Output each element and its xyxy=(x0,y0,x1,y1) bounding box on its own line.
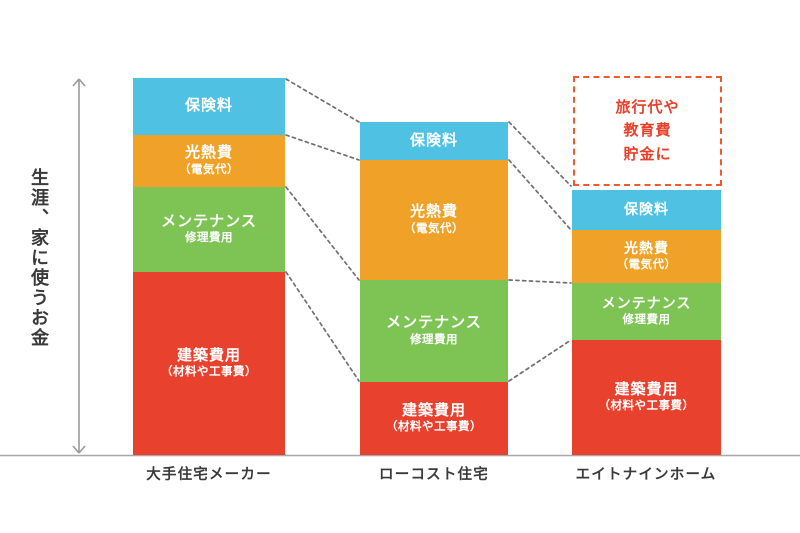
segment-label-sub: （材料や工事費） xyxy=(161,366,257,379)
segment-label-sub: （材料や工事費） xyxy=(386,421,482,434)
segment-maintenance[interactable]: メンテナンス 修理費用 xyxy=(360,280,508,382)
segment-label-sub: （材料や工事費） xyxy=(598,400,695,413)
segment-insurance[interactable]: 保険料 xyxy=(133,78,285,135)
bar-group-eightnine-home: 保険料 光熱費 （電気代） メンテナンス 修理費用 建築費用 （材料や工事費） xyxy=(572,190,721,455)
category-label-large-maker: 大手住宅メーカー xyxy=(146,467,272,483)
segment-label-sub: （電気代） xyxy=(616,258,677,271)
segment-construction[interactable]: 建築費用 （材料や工事費） xyxy=(360,382,508,455)
segment-label-main: 保険料 xyxy=(624,201,669,218)
segment-label-sub: 修理費用 xyxy=(410,333,458,346)
savings-annotation-box: 旅行代や 教育費 貯金に xyxy=(573,76,722,186)
segment-maintenance[interactable]: メンテナンス 修理費用 xyxy=(133,187,285,272)
segment-label-main: 建築費用 xyxy=(176,346,241,364)
connector-lines-group-2 xyxy=(508,121,572,382)
segment-label-sub: （電気代） xyxy=(179,163,239,176)
segment-construction[interactable]: 建築費用 （材料や工事費） xyxy=(572,340,721,455)
bar-group-large-maker: 保険料 光熱費 （電気代） メンテナンス 修理費用 建築費用 （材料や工事費） xyxy=(133,78,285,455)
annotation-line-2: 教育費 xyxy=(623,122,672,140)
connector-lines-group-1 xyxy=(285,78,360,382)
segment-label-sub: 修理費用 xyxy=(622,313,671,326)
segment-utilities[interactable]: 光熱費 （電気代） xyxy=(133,135,285,187)
annotation-line-3: 貯金に xyxy=(623,145,672,163)
category-label-eightnine-home: エイトナインホーム xyxy=(575,467,717,483)
savings-annotation-text: 旅行代や 教育費 貯金に xyxy=(615,96,679,166)
segment-label-main: 保険料 xyxy=(184,97,233,115)
segment-utilities[interactable]: 光熱費 （電気代） xyxy=(572,230,721,283)
segment-utilities[interactable]: 光熱費 （電気代） xyxy=(360,160,508,280)
segment-label-sub: （電気代） xyxy=(404,222,464,235)
segment-label-main: メンテナンス xyxy=(161,212,257,230)
category-label-low-cost: ローコスト住宅 xyxy=(379,467,489,483)
annotation-line-1: 旅行代や xyxy=(615,99,680,117)
bar-group-low-cost: 保険料 光熱費 （電気代） メンテナンス 修理費用 建築費用 （材料や工事費） xyxy=(360,122,508,455)
segment-construction[interactable]: 建築費用 （材料や工事費） xyxy=(133,272,285,455)
y-axis-arrow xyxy=(72,78,86,454)
segment-label-main: 光熱費 xyxy=(184,144,233,162)
segment-label-main: メンテナンス xyxy=(386,314,482,332)
segment-insurance[interactable]: 保険料 xyxy=(360,122,508,160)
y-axis-label: 生涯、家に使うお金 xyxy=(29,168,49,348)
segment-label-main: 光熱費 xyxy=(624,240,669,257)
segment-label-main: 保険料 xyxy=(409,131,458,149)
segment-maintenance[interactable]: メンテナンス 修理費用 xyxy=(572,283,721,340)
segment-label-main: 建築費用 xyxy=(401,401,466,419)
segment-label-main: 建築費用 xyxy=(614,380,679,398)
segment-insurance[interactable]: 保険料 xyxy=(572,190,721,230)
segment-label-main: 光熱費 xyxy=(409,203,458,221)
segment-label-sub: 修理費用 xyxy=(185,232,233,245)
segment-label-main: メンテナンス xyxy=(601,295,692,312)
